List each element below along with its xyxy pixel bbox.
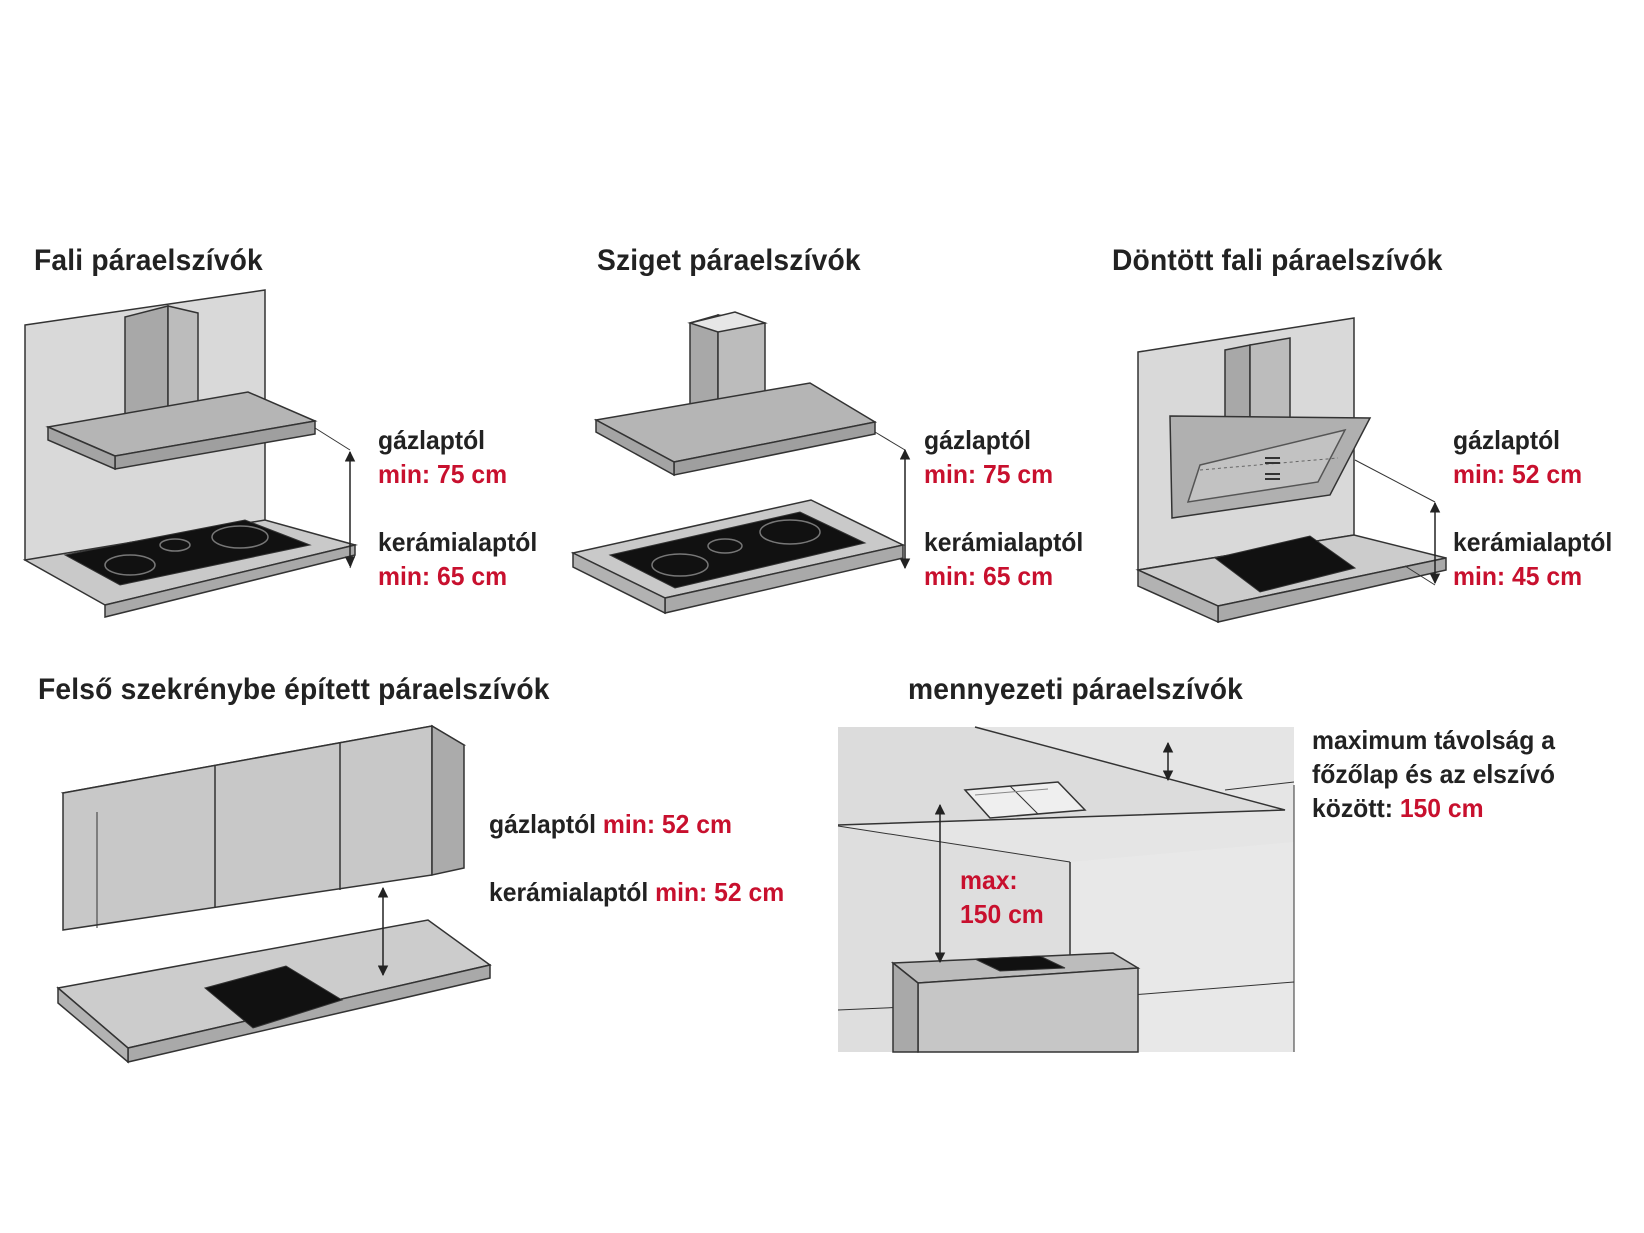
cabinet-gas-value: min: 52 cm bbox=[602, 809, 732, 839]
island-front bbox=[917, 967, 1139, 1053]
title-island-hoods: Sziget páraelszívók bbox=[597, 244, 861, 277]
inclined-ceramic-value: min: 45 cm bbox=[1453, 561, 1583, 591]
burner bbox=[759, 519, 821, 545]
ceiling-note-line1: maximum távolság a bbox=[1312, 725, 1555, 755]
hood-canopy-side bbox=[47, 425, 116, 471]
cabinet-gas-line: gázlaptól min: 52 cm bbox=[489, 807, 732, 841]
burner bbox=[707, 538, 743, 554]
wall-gas-value: min: 75 cm bbox=[378, 459, 508, 489]
burner bbox=[211, 525, 269, 549]
hob bbox=[974, 955, 1066, 972]
chimney-side bbox=[1224, 344, 1251, 426]
ceiling-hood-panel bbox=[963, 781, 1087, 819]
cabinet-ceramic-line: kerámialaptól min: 52 cm bbox=[489, 875, 784, 909]
island-gas-label: gázlaptól bbox=[924, 425, 1032, 455]
ceiling-note-value: 150 cm bbox=[1399, 793, 1484, 823]
counter-side bbox=[572, 551, 666, 615]
inclined-hood-illustration bbox=[1135, 317, 1447, 624]
cabinet-front bbox=[62, 725, 433, 931]
inclined-hood-glass bbox=[1186, 428, 1347, 503]
title-cabinet-hoods: Felső szekrénybe épített páraelszívók bbox=[38, 673, 550, 706]
wall-gas-label: gázlaptól bbox=[378, 425, 486, 455]
title-inclined-hoods: Döntött fali páraelszívók bbox=[1112, 244, 1443, 277]
ceiling-max-label: max: bbox=[960, 865, 1018, 895]
burner bbox=[104, 554, 156, 576]
ceiling-note-line3: között: 150 cm bbox=[1312, 791, 1484, 825]
counter-side bbox=[1137, 568, 1219, 624]
inclined-ceramic-label: kerámialaptól bbox=[1453, 527, 1613, 557]
cabinet-side bbox=[431, 724, 465, 876]
hob bbox=[63, 519, 312, 586]
island-gas-value: min: 75 cm bbox=[924, 459, 1054, 489]
ceiling-note-label: között: bbox=[1312, 793, 1393, 823]
burner bbox=[159, 538, 191, 552]
burner bbox=[651, 553, 709, 577]
cabinet-hood-illustration bbox=[56, 724, 492, 1064]
island-ceramic-label: kerámialaptól bbox=[924, 527, 1084, 557]
inclined-gas-label: gázlaptól bbox=[1453, 425, 1561, 455]
inclined-gas-value: min: 52 cm bbox=[1453, 459, 1583, 489]
cabinet-ceramic-value: min: 52 cm bbox=[655, 877, 785, 907]
hood-canopy-side bbox=[595, 418, 675, 477]
island-hood-illustration bbox=[570, 311, 911, 615]
island-side bbox=[892, 961, 919, 1053]
title-ceiling-hoods: mennyezeti páraelszívók bbox=[908, 673, 1244, 706]
hob bbox=[1213, 535, 1357, 593]
hob bbox=[203, 965, 344, 1029]
title-wall-hoods: Fali páraelszívók bbox=[34, 244, 263, 277]
cabinet-gas-label: gázlaptól bbox=[489, 809, 597, 839]
counter-side bbox=[57, 986, 129, 1064]
wall-ceramic-value: min: 65 cm bbox=[378, 561, 508, 591]
ceiling-max-value: 150 cm bbox=[960, 899, 1044, 929]
ceiling-plane bbox=[838, 727, 1285, 825]
cabinet-ceramic-label: kerámialaptól bbox=[489, 877, 649, 907]
chimney-front bbox=[1249, 337, 1291, 421]
wall-hood-illustration bbox=[22, 289, 358, 618]
chimney-top bbox=[687, 311, 768, 333]
ceiling-note-line2: főzőlap és az elszívó bbox=[1312, 759, 1555, 789]
ceiling-hood-illustration bbox=[837, 726, 1295, 1053]
wall-ceramic-label: kerámialaptól bbox=[378, 527, 538, 557]
island-ceramic-value: min: 65 cm bbox=[924, 561, 1054, 591]
